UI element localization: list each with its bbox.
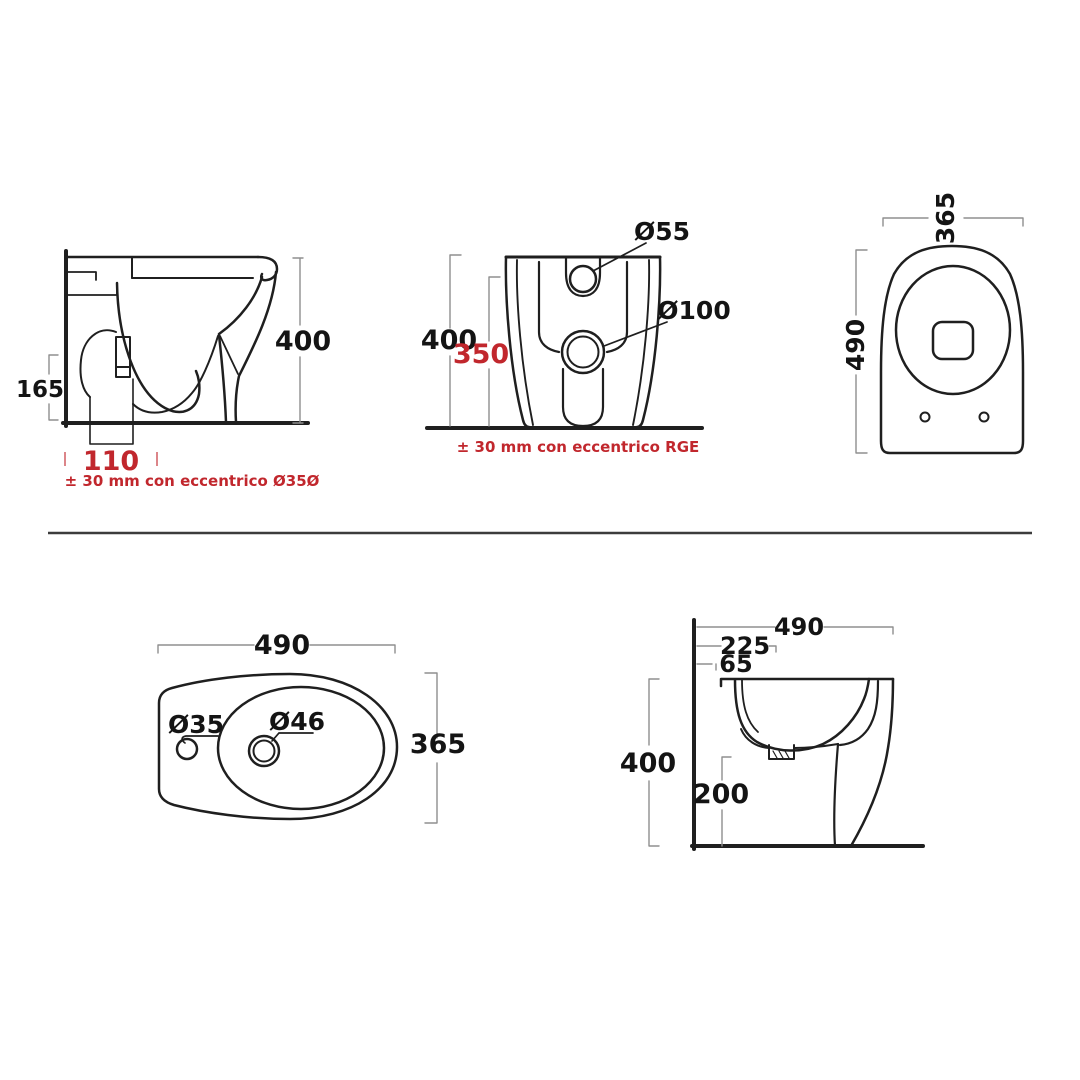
dim-line-inlet-height xyxy=(488,276,501,427)
wc-rear-outer-right xyxy=(635,255,662,429)
dim-label-bidet-drain-hole: Ø46 xyxy=(269,707,325,736)
dim-line-bidet-side-depth xyxy=(696,626,894,635)
wc-seat-opening xyxy=(894,264,1012,396)
wc-rear-inner-right xyxy=(632,259,651,426)
wc-flush-channel xyxy=(115,336,131,378)
outlet-hole-outer xyxy=(560,329,606,375)
inlet-cutout xyxy=(564,255,602,298)
bidet-side-view: 490 225 65 400 200 xyxy=(620,613,925,851)
leader-bidet-drain xyxy=(271,732,314,742)
wc-bowl-underside xyxy=(132,335,219,414)
drain-boss xyxy=(561,367,605,428)
dim-line-drain-height xyxy=(721,756,732,847)
dim-label-top-width: 365 xyxy=(931,192,960,244)
wc-rear-panel-right xyxy=(605,260,629,354)
bidet-rim-line xyxy=(719,677,895,688)
wc-drain-pipe xyxy=(89,378,134,445)
bidet-back-inner-line xyxy=(741,679,759,733)
tap-hole xyxy=(175,737,199,761)
bidet-underside-right xyxy=(793,743,839,749)
dim-label-drain-offset: 110 xyxy=(83,446,139,477)
wc-step-detail xyxy=(65,271,118,296)
dim-label-inlet-height: 350 xyxy=(453,339,509,370)
bidet-drain-hole-inner xyxy=(252,739,276,763)
dim-line-bidet-width xyxy=(157,644,396,654)
wc-top-outline xyxy=(879,244,1025,455)
dim-label-bidet-depth: 365 xyxy=(410,729,466,760)
leader-inlet-hole xyxy=(592,242,647,272)
eccentric-note-wc-rear: ± 30 mm con eccentrico RGE xyxy=(457,438,700,456)
dim-line-top-width xyxy=(882,217,1024,227)
dim-line-bidet-height xyxy=(648,678,660,847)
eccentric-note-wc-side: ± 30 mm con eccentrico Ø35Ø xyxy=(65,472,320,490)
bidet-drain-fitting xyxy=(768,744,795,760)
wc-trap-front-edge xyxy=(217,333,228,424)
dim-line-rear-height xyxy=(449,254,462,427)
wc-rear-panel-left xyxy=(537,260,561,354)
bidet-pedestal-back xyxy=(833,742,840,848)
dim-label-rim-gap: 65 xyxy=(719,650,752,678)
wc-trap-weir-line xyxy=(219,335,239,375)
dim-label-tap-axis: 225 xyxy=(720,632,770,660)
dim-label-tap-hole: Ø35 xyxy=(168,710,224,739)
dim-line-top-depth xyxy=(855,249,868,454)
wc-flush-opening xyxy=(931,320,975,361)
bidet-top-outline xyxy=(157,672,399,821)
bidet-front-inner xyxy=(838,679,880,747)
leader-tap-hole xyxy=(181,735,219,744)
dim-label-outlet-hole: Ø100 xyxy=(657,296,730,325)
dim-line-height xyxy=(292,257,304,424)
dim-label-bidet-height: 400 xyxy=(620,748,676,779)
seat-fixing-hole-left xyxy=(919,411,931,423)
wc-top-view: 365 490 xyxy=(841,192,1025,455)
dim-label-inlet-hole: Ø55 xyxy=(634,217,690,246)
dim-label-drain-axis-height: 165 xyxy=(16,377,64,403)
dim-label-bidet-side-depth: 490 xyxy=(774,613,824,641)
dim-line-drain-axis xyxy=(48,354,59,421)
bidet-bowl-interior xyxy=(733,677,871,752)
bidet-bowl-opening xyxy=(216,685,386,811)
bidet-drain-hatch xyxy=(772,750,790,759)
wc-side-view: 400 165 110 ± 30 mm con eccentrico Ø35Ø xyxy=(16,249,331,490)
dim-ticks-drain-offset xyxy=(64,452,158,466)
wc-rear-outer-left xyxy=(504,255,531,429)
dim-label-wc-height: 400 xyxy=(275,326,331,357)
dim-label-top-depth: 490 xyxy=(841,319,870,371)
wc-drain-hook xyxy=(79,329,117,398)
outlet-hole-inner xyxy=(566,335,600,369)
dim-label-bidet-width: 490 xyxy=(254,630,310,661)
dim-line-rim-gap xyxy=(696,663,717,671)
bidet-drain-hole-outer xyxy=(247,734,281,768)
dim-label-drain-height: 200 xyxy=(693,779,749,810)
leader-outlet-hole xyxy=(603,321,668,347)
wc-rear-view: 400 350 Ø55 Ø100 ± 30 mm con eccentrico … xyxy=(421,217,731,456)
bidet-front-outer xyxy=(849,677,895,848)
dim-line-bidet-depth xyxy=(424,672,438,824)
dim-label-rear-height: 400 xyxy=(421,325,477,356)
dim-line-tap-axis xyxy=(696,645,777,653)
inlet-hole xyxy=(568,264,598,294)
wc-back-inner-curve xyxy=(217,275,264,336)
wc-rear-inner-left xyxy=(515,259,534,426)
seat-fixing-hole-right xyxy=(978,411,990,423)
wc-back-outer-curve xyxy=(234,270,278,424)
bidet-top-view: 490 365 Ø35 Ø46 xyxy=(157,630,466,824)
bidet-shell-bottom xyxy=(740,728,770,749)
